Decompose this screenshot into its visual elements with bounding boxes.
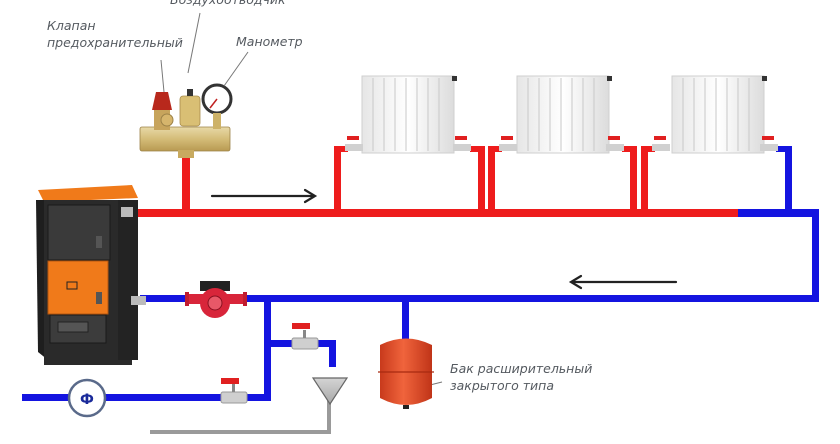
drain-pipe-vertical <box>327 400 331 433</box>
bypass-vertical-pipe <box>264 300 271 400</box>
supply-riser-rad3-in <box>641 146 648 213</box>
drain-pipe-horizontal <box>150 430 331 434</box>
safety-valve-label-line1: Клапан <box>47 18 96 33</box>
return-flow-arrow <box>568 274 678 290</box>
supply-flow-arrow <box>210 188 318 204</box>
supply-elbow <box>470 146 484 152</box>
radiator-valves <box>345 136 778 151</box>
radiator-3 <box>671 75 767 154</box>
radiator-1 <box>361 75 457 154</box>
makeup-valve-icon[interactable] <box>220 378 248 404</box>
return-elbow <box>776 146 790 152</box>
supply-elbow <box>334 146 348 152</box>
supply-riser-rad2-out <box>630 146 637 213</box>
safety-valve-label-line2: предохранительный <box>47 35 183 50</box>
air-vent-icon <box>179 89 201 127</box>
supply-main-pipe <box>135 209 740 217</box>
makeup-water-pipe <box>22 394 271 401</box>
safety-valve-label: Клапан предохранительный <box>47 17 183 51</box>
supply-pipes <box>135 146 740 217</box>
safety-group-icon <box>139 83 233 158</box>
ball-valve-icon <box>453 136 471 151</box>
supply-riser-rad1-in <box>334 146 341 213</box>
boiler-icon <box>36 185 146 365</box>
filter-icon: Ф <box>67 378 107 418</box>
manometer-label: Манометр <box>236 34 303 49</box>
safety-valve-icon <box>152 92 174 130</box>
return-main-pipe <box>140 295 819 302</box>
ball-valve-icon <box>760 136 778 151</box>
ball-valve-icon <box>345 136 363 151</box>
supply-riser-rad2-in <box>488 146 495 213</box>
supply-riser-safety-group <box>182 155 190 213</box>
return-top-pipe <box>738 209 818 217</box>
drain-funnel-icon <box>311 377 349 406</box>
ball-valve-icon <box>652 136 670 151</box>
supply-elbow <box>641 146 655 152</box>
leader-lines <box>160 12 443 387</box>
drain-down-pipe <box>329 340 336 367</box>
radiator-2 <box>516 75 612 154</box>
expansion-tank-icon <box>378 338 434 409</box>
supply-elbow <box>488 146 502 152</box>
ball-valve-icon <box>606 136 624 151</box>
expansion-tank-label-line1: Бак расширительный <box>450 361 593 376</box>
expansion-tank-label: Бак расширительный закрытого типа <box>450 360 592 394</box>
drain-valve-icon[interactable] <box>291 323 319 350</box>
expansion-tank-label-line2: закрытого типа <box>450 378 555 393</box>
manometer-icon <box>201 83 233 129</box>
return-right-vertical <box>812 209 819 302</box>
filter-symbol: Ф <box>80 392 94 408</box>
air-vent-label: Воздухоотводчик <box>170 0 286 8</box>
pump-icon <box>185 281 247 318</box>
return-riser-rad3-out <box>785 146 792 214</box>
supply-riser-rad1-out <box>478 146 485 213</box>
drain-pipe <box>150 400 331 434</box>
tank-branch-pipe <box>402 300 409 340</box>
supply-elbow <box>622 146 636 152</box>
ball-valve-icon <box>499 136 517 151</box>
